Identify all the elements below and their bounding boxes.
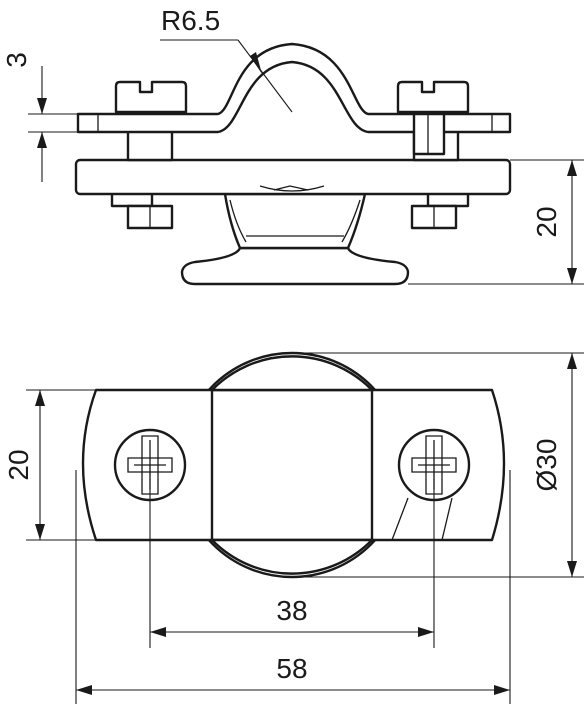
thickness-label: 3	[1, 52, 32, 68]
side-view	[74, 42, 512, 286]
plan-view	[81, 351, 506, 579]
total-length-label: 58	[276, 653, 307, 684]
base-plate	[74, 158, 512, 196]
dimensions: R6.5 3 20 20 Ø30 38 58	[1, 5, 584, 704]
screw-head-right	[396, 80, 470, 114]
diameter-label: Ø30	[531, 439, 562, 492]
hole-spacing-label: 38	[276, 595, 307, 626]
stem	[223, 192, 367, 250]
radius-label: R6.5	[161, 5, 220, 36]
side-height-label: 20	[531, 206, 562, 237]
plate-width-label: 20	[3, 449, 34, 480]
saddle-band	[210, 388, 374, 542]
screw-head-left	[114, 80, 188, 114]
base-foot	[180, 246, 410, 286]
